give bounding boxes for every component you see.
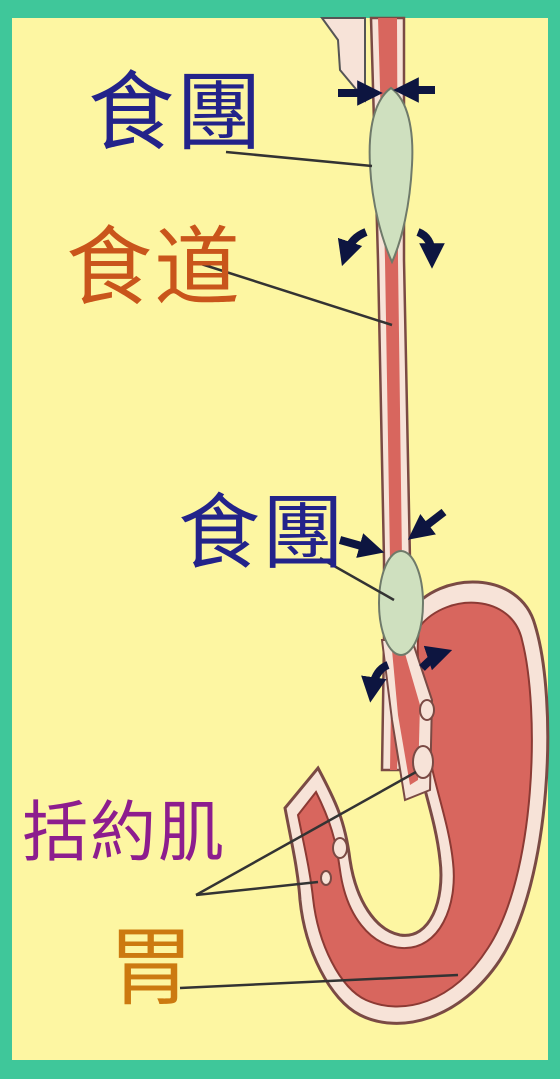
label-stomach: 胃 — [108, 918, 196, 1018]
label-bolus-lower: 食團 — [178, 486, 347, 581]
leader-line — [225, 150, 373, 168]
leader-line — [179, 973, 459, 990]
label-bolus-upper: 食團 — [88, 63, 264, 163]
arrow-icon — [416, 228, 445, 269]
sphincter-knobs — [320, 699, 435, 886]
leader-line — [195, 770, 417, 897]
leader-lines — [179, 150, 459, 990]
bolus-lower — [378, 550, 424, 656]
arrow-icon — [419, 645, 453, 671]
leader-line — [197, 261, 393, 327]
arrow-icon — [407, 508, 447, 540]
leader-line — [195, 880, 319, 897]
leader-line — [319, 556, 395, 602]
stomach-shape — [283, 580, 550, 1025]
pharynx-shape — [320, 17, 366, 103]
label-sphincter: 括約肌 — [22, 794, 226, 871]
arrow-icon — [338, 533, 385, 558]
bolus-upper — [368, 86, 414, 265]
peristalsis-arrows — [337, 77, 453, 703]
arrow-icon — [361, 661, 390, 703]
label-esophagus: 食道 — [66, 218, 242, 318]
arrow-icon — [337, 228, 368, 267]
